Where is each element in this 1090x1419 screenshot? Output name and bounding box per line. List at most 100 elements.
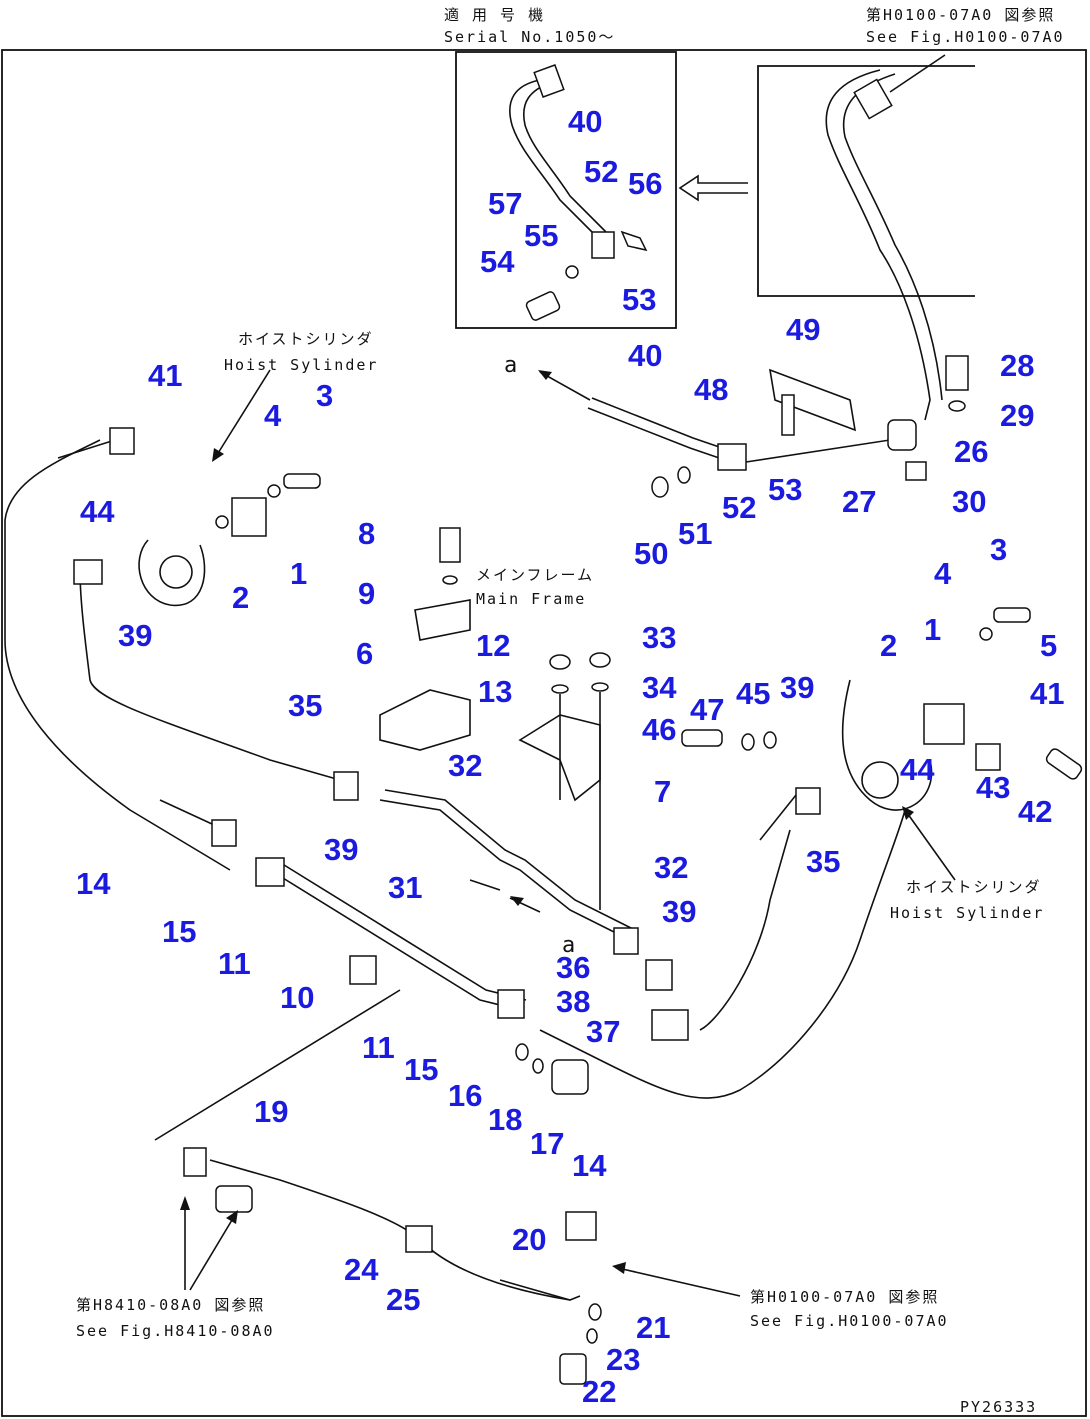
ref-a-top: a (504, 353, 519, 378)
washer-9 (442, 575, 458, 585)
ref-leader (889, 54, 946, 93)
flange-35-right (795, 787, 821, 815)
callout: 45 (736, 676, 770, 711)
callout: 17 (530, 1126, 564, 1161)
callout: 39 (780, 670, 814, 705)
hose-14-right (539, 809, 906, 1099)
hoist-left-en: Hoist Sylinder (224, 356, 378, 374)
washer-23 (586, 1328, 598, 1344)
callout: 21 (636, 1310, 670, 1345)
flange-43 (975, 743, 1001, 771)
washer-51 (677, 466, 691, 484)
washer-34 (591, 682, 609, 692)
callout: 20 (512, 1222, 546, 1257)
callout: 39 (324, 832, 358, 867)
bolt-3-right (993, 607, 1031, 623)
inset-pipe-edge (523, 81, 611, 237)
pipe-40 (587, 407, 726, 461)
flange-15-left (211, 819, 237, 847)
callout: 1 (290, 556, 307, 591)
cylinder-left (138, 539, 206, 607)
callout: 10 (280, 980, 314, 1015)
callout: 46 (642, 712, 676, 747)
leader-19 (154, 989, 401, 1141)
cylinder-right-eye (861, 761, 899, 799)
see-fig-bottom-en: See Fig.H0100-07A0 (750, 1312, 949, 1330)
flange-38 (645, 959, 673, 991)
callout: 56 (628, 166, 662, 201)
callout: 24 (344, 1252, 379, 1287)
hoist-right-jp: ホイストシリンダ (906, 878, 1042, 896)
ref-arrow-5-head (212, 448, 224, 462)
flange-11 (255, 857, 285, 887)
callout: 41 (148, 358, 182, 393)
callout: 47 (690, 692, 724, 727)
flange-10 (349, 955, 377, 985)
callout: 54 (480, 244, 515, 279)
callout: 35 (806, 844, 840, 879)
callout: 52 (722, 490, 756, 525)
callout: 51 (678, 516, 712, 551)
callout: 16 (448, 1078, 482, 1113)
callout: 13 (478, 674, 512, 709)
callout: 41 (1030, 676, 1064, 711)
inset-clip (620, 230, 648, 252)
main-frame-jp: メインフレーム (476, 566, 594, 584)
main-frame-en: Main Frame (476, 590, 586, 608)
washer-13 (551, 684, 569, 694)
bolt-28 (945, 355, 969, 391)
ref-flange (853, 78, 893, 120)
flange-41-left (109, 427, 135, 455)
bracket-6 (379, 689, 471, 751)
bolt-19 (215, 1185, 253, 1213)
callout: 2 (880, 628, 897, 663)
washer-50 (651, 476, 669, 498)
callout: 53 (768, 472, 802, 507)
inset-washer (565, 265, 579, 279)
cylinder-left-eye (159, 555, 193, 589)
cylinder-right (841, 679, 933, 811)
drawing-code: PY26333 (960, 1398, 1037, 1416)
callout: 39 (662, 894, 696, 929)
callout: 29 (1000, 398, 1034, 433)
callout: 57 (488, 186, 522, 221)
block-1-left (231, 497, 267, 537)
nut-30 (905, 461, 927, 481)
ref-pipe (825, 69, 931, 421)
pipe-31 (469, 879, 501, 891)
callout: 19 (254, 1094, 288, 1129)
callout: 11 (218, 946, 251, 981)
callout: 15 (162, 914, 196, 949)
callout: 5 (1040, 628, 1057, 663)
callout: 7 (654, 774, 671, 809)
callout: 12 (476, 628, 510, 663)
callout: 30 (952, 484, 986, 519)
callout: 2 (232, 580, 249, 615)
callout: 44 (80, 494, 115, 529)
ref-arrow-1-head (180, 1196, 190, 1210)
serial-note-jp: 適 用 号 機 (444, 6, 545, 24)
callout: 22 (582, 1374, 616, 1409)
callout: 28 (1000, 348, 1034, 383)
pipe-32-edge (384, 789, 636, 931)
bolt-22 (559, 1353, 587, 1385)
callout: 26 (954, 434, 988, 469)
clamp-24 (405, 1225, 433, 1253)
ref-a-mid: a (562, 933, 577, 958)
inset-clamp (591, 231, 615, 259)
ref-arrow-3-head (612, 1262, 626, 1274)
arrow-a-head (538, 370, 552, 380)
see-fig-top-en: See Fig.H0100-07A0 (866, 28, 1065, 46)
bolt-17 (551, 1059, 589, 1095)
callout: 18 (488, 1102, 522, 1137)
callout: 8 (358, 516, 375, 551)
callout: 32 (654, 850, 688, 885)
callout: 53 (622, 282, 656, 317)
callout: 49 (786, 312, 820, 347)
callout: 40 (628, 338, 662, 373)
serial-note-en: Serial No.1050～ (444, 28, 615, 46)
ref-arrow-4-head (902, 806, 914, 820)
callout: 55 (524, 218, 558, 253)
callout: 33 (642, 620, 676, 655)
